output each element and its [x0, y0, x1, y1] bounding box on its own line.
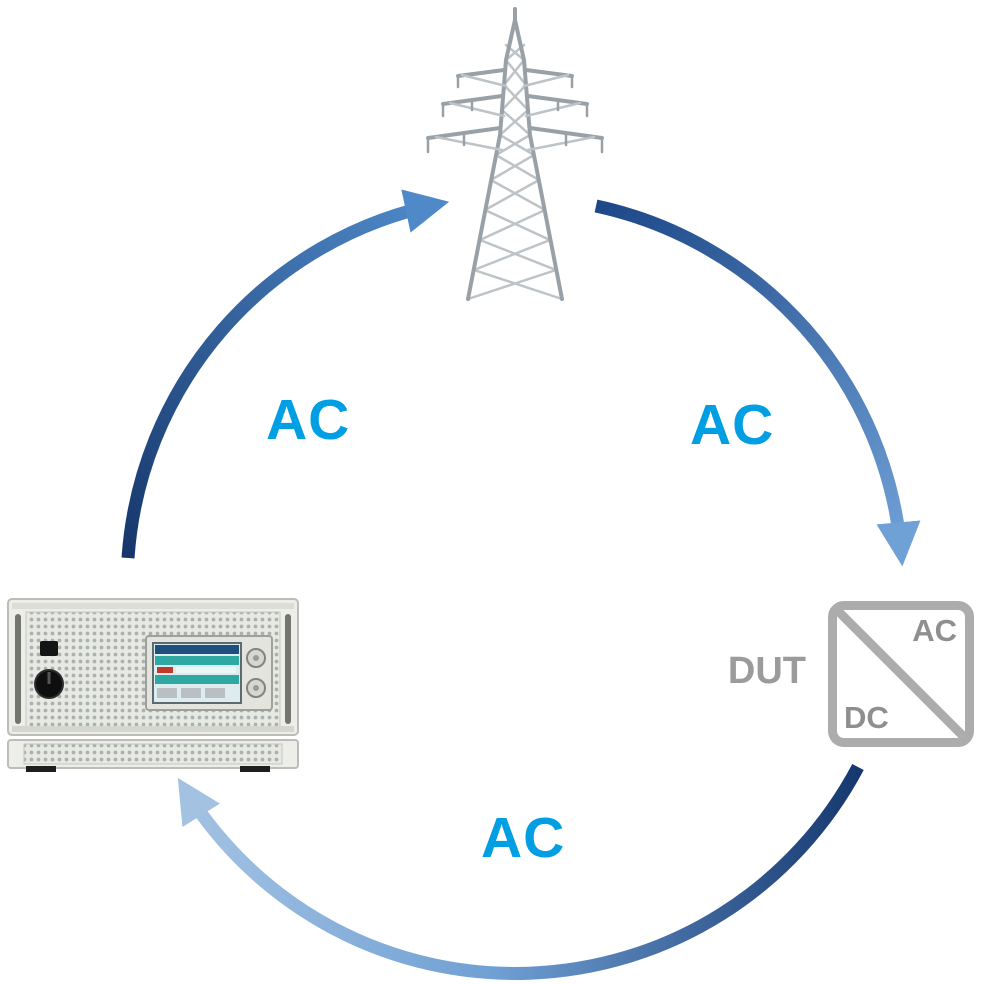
device-handle-right — [285, 614, 291, 724]
power-pylon-icon — [426, 7, 604, 301]
dut-label: DUT — [727, 650, 806, 692]
ac-label-grid-to-dut: AC — [690, 393, 775, 457]
converter-diagonal-line — [837, 610, 965, 738]
ac-label-dut-to-source: AC — [481, 806, 566, 870]
arc-grid-to-dut — [594, 199, 921, 567]
ac-label-source-to-grid: AC — [266, 388, 351, 452]
ac-dc-converter-icon: AC DC — [828, 601, 974, 747]
converter-ac-label: AC — [912, 613, 957, 648]
device-handle-left — [15, 614, 21, 724]
converter-dc-label: DC — [844, 700, 889, 735]
ac-power-supply-icon — [7, 598, 299, 772]
device-power-switch — [40, 641, 58, 656]
arc-source-to-grid — [121, 189, 450, 559]
converter-diagonal-graphic — [837, 610, 965, 738]
arc-dut-to-source — [177, 763, 864, 980]
